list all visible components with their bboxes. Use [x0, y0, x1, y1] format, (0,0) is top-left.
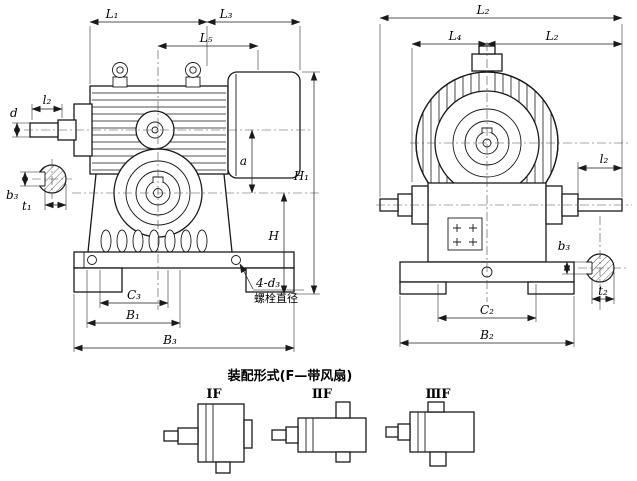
dim-H1-label: H₁	[293, 169, 309, 183]
dim-C3-label: C₃	[127, 288, 141, 302]
centerlines-left	[24, 50, 320, 310]
dim-L2-top-label: L₂	[476, 3, 490, 17]
dim-t1-label: t₁	[22, 199, 32, 213]
dim-L3-label: L₃	[219, 7, 233, 21]
dimensions-right: L₂ L₄ L₂ l₂ b₃ t₂ C₂ B₂	[379, 3, 623, 347]
dim-B2-label: B₂	[479, 328, 494, 342]
bolt-hole	[87, 255, 97, 265]
fan-cover	[227, 71, 301, 179]
oil-plug-marks	[453, 224, 477, 246]
dim-B3-label: B₃	[162, 333, 177, 347]
dim-b3-label-right: b₃	[558, 239, 571, 253]
variant-1F-label: ⅠF	[206, 387, 222, 402]
dim-L4-label: L₄	[448, 29, 462, 43]
bolt-callout-text: 螺栓直径	[254, 291, 298, 305]
right-view: L₂ L₄ L₂ l₂ b₃ t₂ C₂ B₂	[376, 3, 632, 347]
dim-t2-label: t₂	[598, 284, 608, 298]
bolt-hole	[231, 255, 241, 265]
dim-d-label: d	[10, 106, 18, 120]
dimensions-left: L₁ L₃ L₅ l₂ d a H H₁ C₃	[6, 7, 320, 352]
dim-a-label: a	[240, 154, 247, 168]
eye-bolts	[112, 62, 201, 88]
dim-H-label: H	[268, 229, 280, 243]
variant-3F: ⅢF	[385, 387, 475, 467]
left-view: L₁ L₃ L₅ l₂ d a H H₁ C₃	[6, 7, 320, 352]
dim-l2-label-right: l₂	[600, 152, 609, 166]
variant-3F-label: ⅢF	[425, 387, 451, 402]
dim-C2-label: C₂	[480, 303, 494, 317]
bolt-callout: 4-d₃ 螺栓直径	[239, 263, 304, 305]
dim-b3-label-left: b₃	[6, 188, 19, 202]
bolt-callout-d3: 4-d₃	[255, 276, 280, 290]
dim-L2-right-label: L₂	[545, 29, 559, 43]
variant-1F: ⅠF	[163, 387, 253, 474]
dim-l2-label-left: l₂	[43, 93, 52, 107]
variant-2F: ⅡF	[271, 387, 367, 463]
dim-B1-label: B₁	[125, 308, 140, 322]
variant-2F-label: ⅡF	[312, 387, 333, 402]
assembly-forms-caption: 装配形式(F—带风扇)	[227, 368, 353, 384]
dim-L5-label: L₅	[199, 31, 213, 45]
dim-L1-label: L₁	[105, 7, 119, 21]
